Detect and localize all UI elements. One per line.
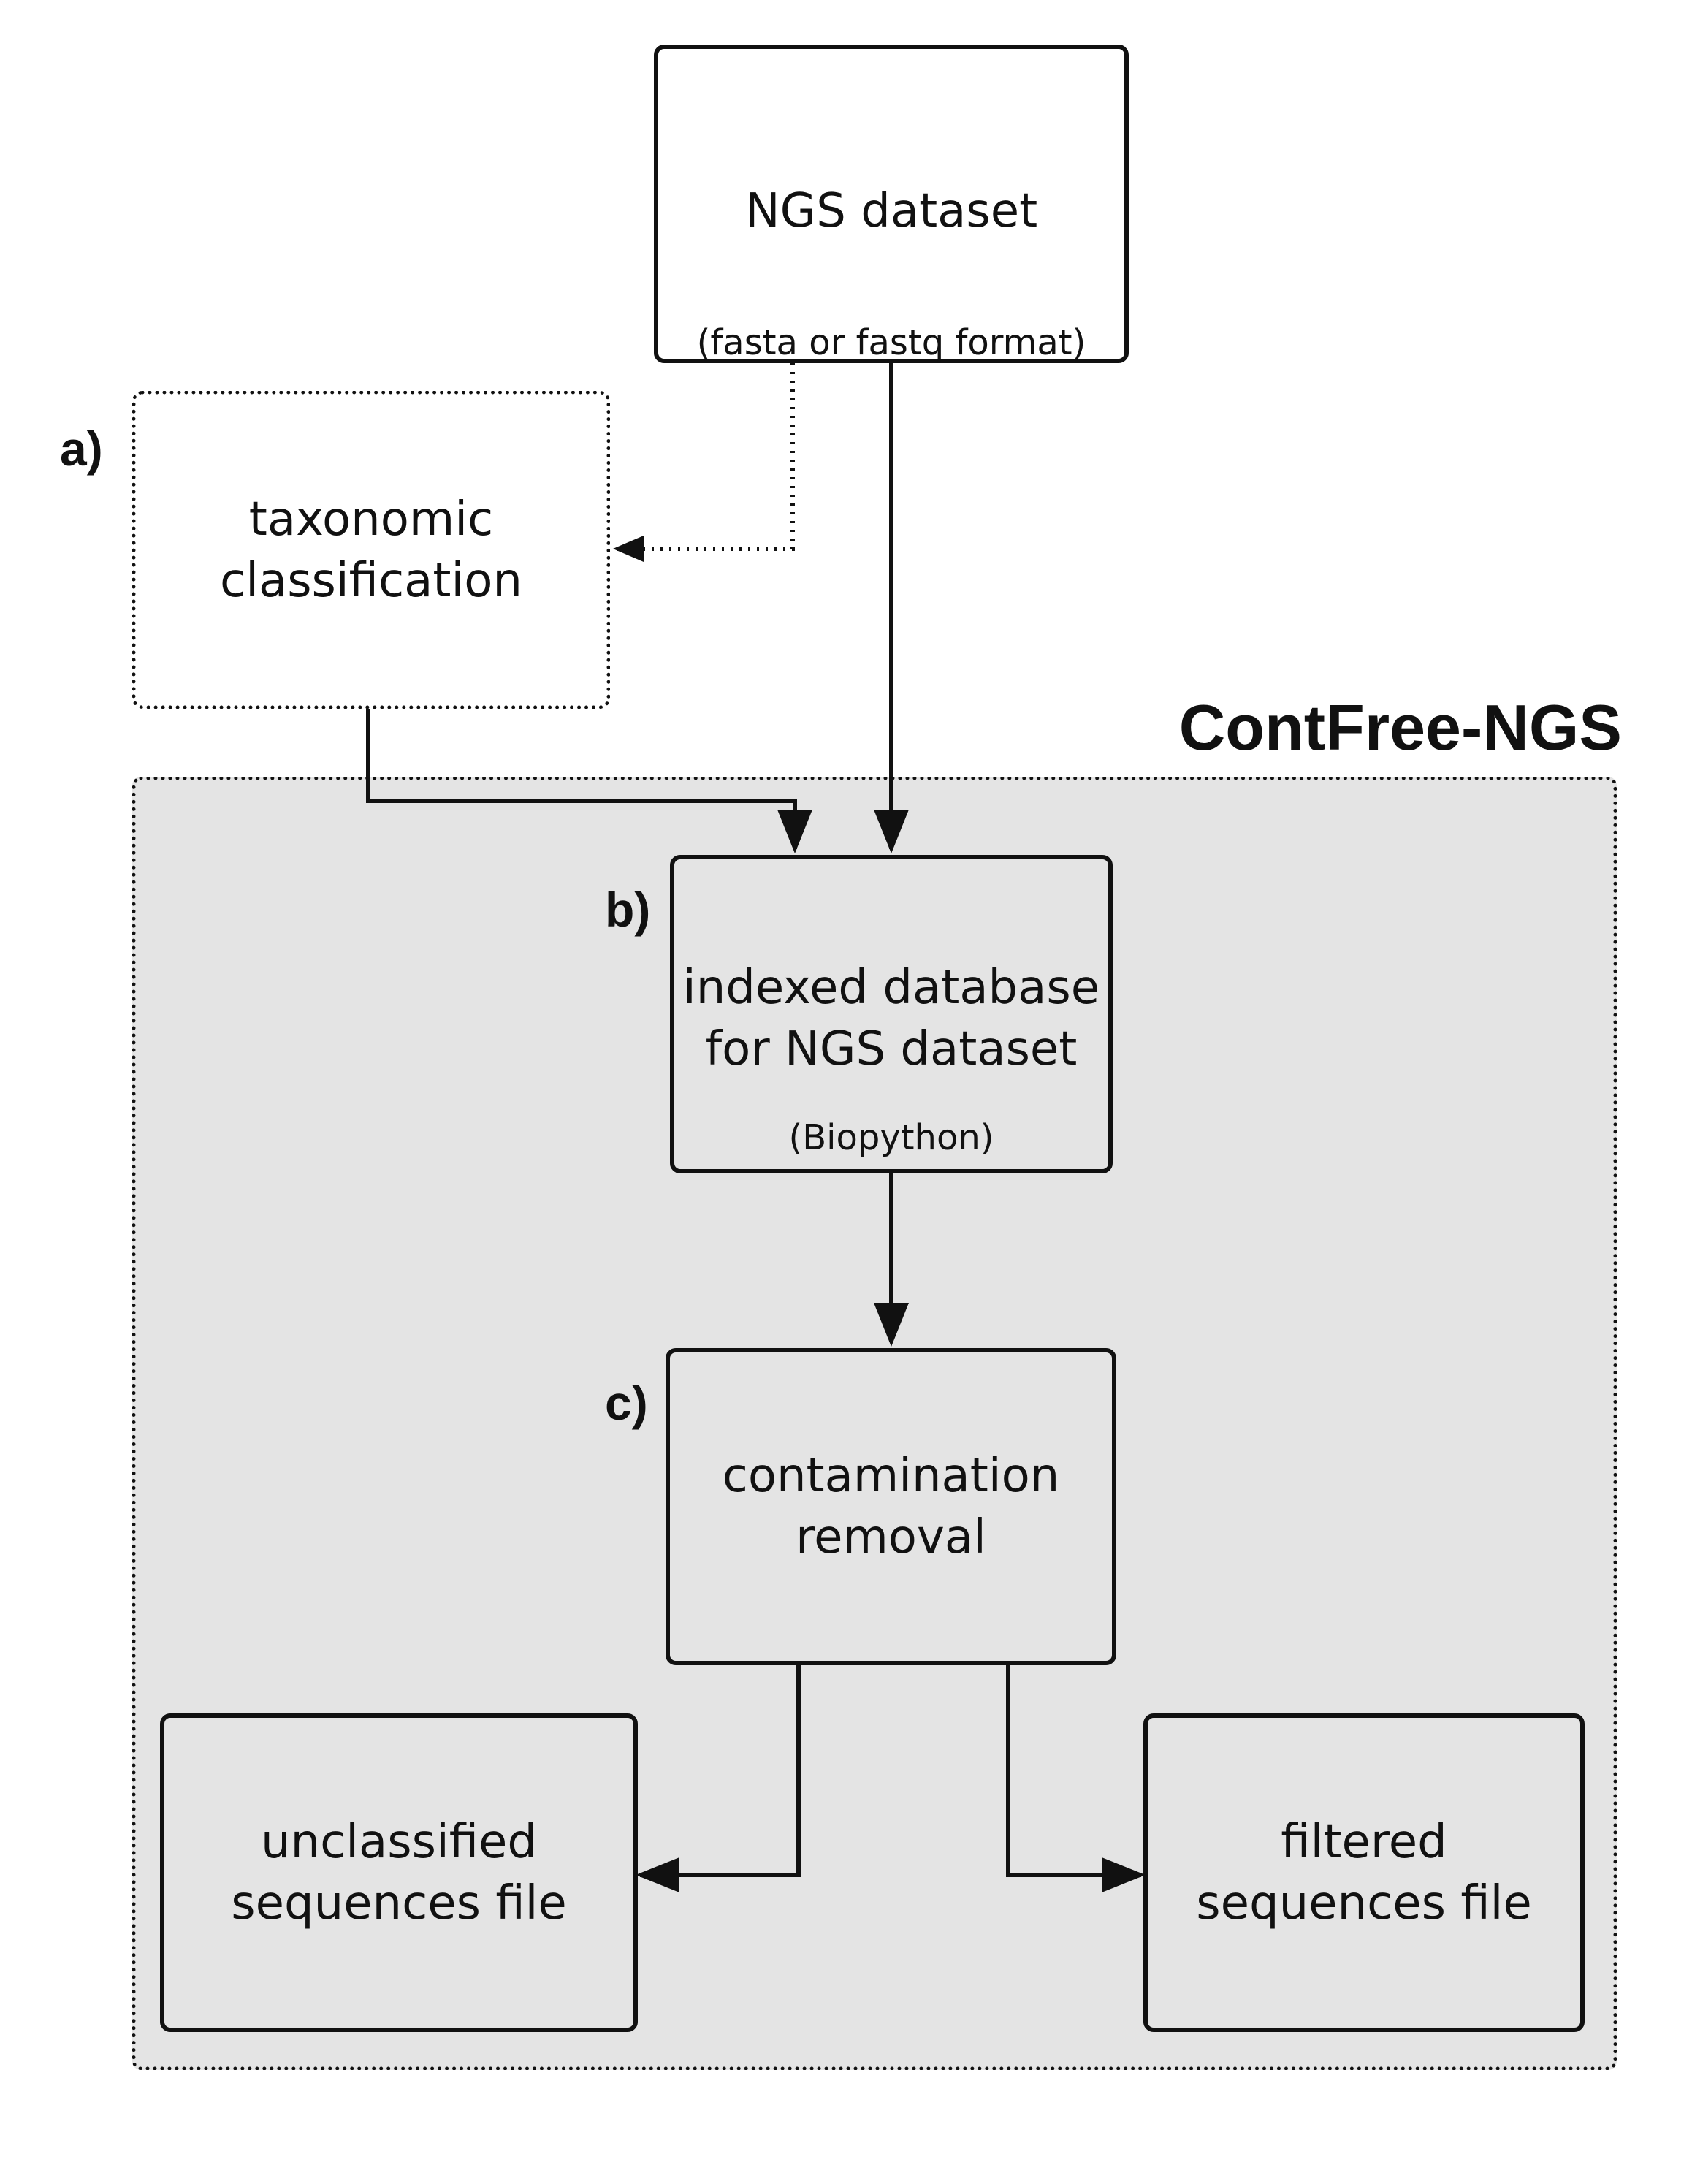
unclassified-sequences-line2: sequences file (231, 1876, 567, 1930)
filtered-sequences-line2: sequences file (1196, 1876, 1532, 1930)
edge-taxonomy-to-index (366, 709, 812, 853)
ngs-dataset-node: NGS dataset (fasta or fastq format) (654, 45, 1129, 363)
indexed-database-line2: for NGS dataset (705, 1022, 1078, 1076)
step-a-label: a) (60, 422, 103, 476)
ngs-dataset-format: (fasta or fastq format) (696, 322, 1086, 363)
taxonomic-classification-node: taxonomic classification (132, 391, 610, 709)
step-b-label: b) (605, 883, 651, 937)
unclassified-sequences-node: unclassified sequences file (160, 1713, 638, 2032)
contamination-removal-line1: contamination (722, 1449, 1060, 1503)
filtered-sequences-node: filtered sequences file (1143, 1713, 1585, 2032)
edge-removal-to-unclassified (636, 1665, 801, 1892)
contamination-removal-node: contamination removal (666, 1348, 1116, 1665)
contamination-removal-line2: removal (796, 1510, 986, 1564)
indexed-database-tool: (Biopython) (788, 1117, 994, 1158)
unclassified-sequences-line1: unclassified (260, 1815, 538, 1869)
taxonomic-classification-line2: classification (220, 553, 522, 608)
diagram-title: ContFree-NGS (1178, 691, 1622, 764)
ngs-dataset-label: NGS dataset (744, 184, 1038, 238)
edge-input-to-taxonomy (613, 363, 795, 562)
indexed-database-node: indexed database for NGS dataset (Biopyt… (670, 855, 1113, 1173)
indexed-database-line1: indexed database (682, 961, 1100, 1015)
taxonomic-classification-line1: taxonomic (248, 492, 494, 547)
step-c-label: c) (605, 1376, 648, 1430)
filtered-sequences-line1: filtered (1281, 1815, 1447, 1869)
edge-removal-to-filtered (1006, 1665, 1146, 1892)
